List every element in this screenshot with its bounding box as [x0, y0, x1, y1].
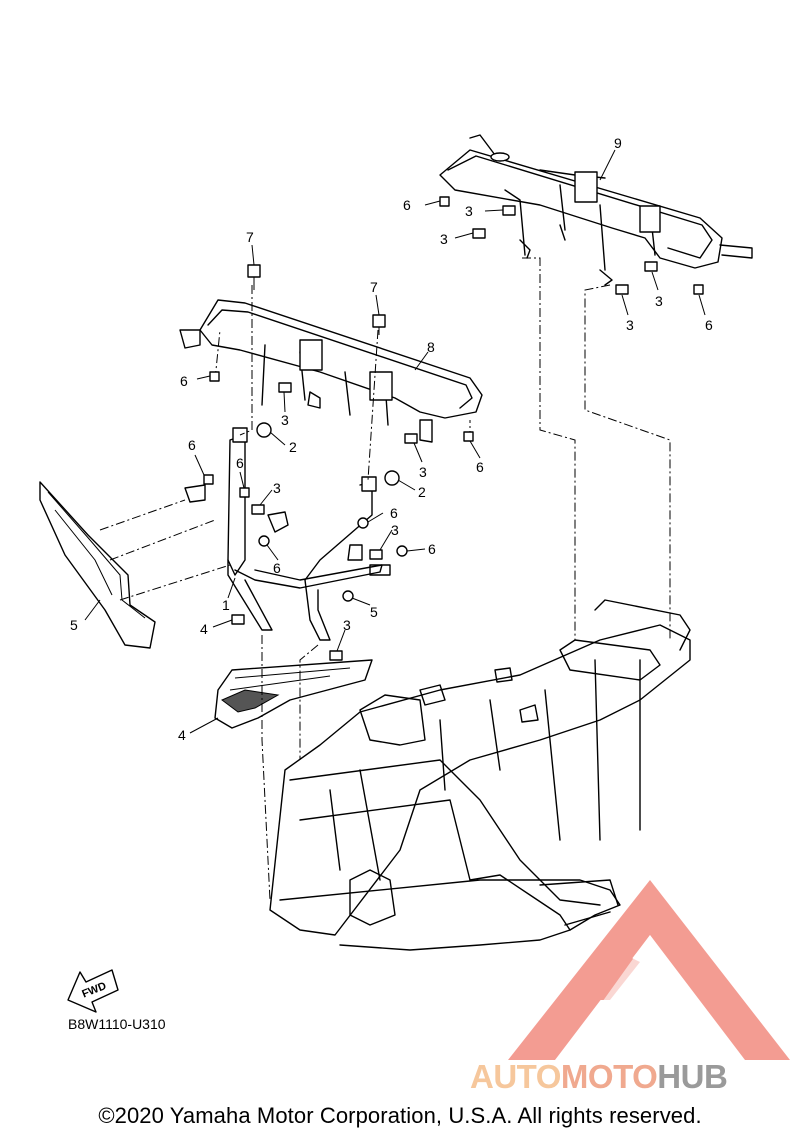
bolt-6e [203, 474, 214, 485]
bolt-3a [502, 205, 516, 216]
bolt-3e [278, 382, 292, 393]
callout-3: 4 [200, 621, 208, 637]
bolt-3b [472, 228, 486, 239]
callout-6: 6 [236, 455, 244, 471]
callout-3: 3 [343, 617, 351, 633]
main-frame [269, 599, 691, 951]
callout-3: 3 [281, 412, 289, 428]
watermark-wordmark: AUTOMOTOHUB [470, 1058, 728, 1096]
callout-7: 7 [246, 229, 254, 245]
bolt-6i [396, 545, 408, 557]
callout-9: 9 [614, 135, 622, 151]
callout-2: 2 [418, 484, 426, 500]
callout-6: 5 [370, 604, 378, 620]
rear-carrier [439, 134, 753, 286]
watermark-moto: MOTO [560, 1058, 658, 1095]
callout-3: 3 [391, 522, 399, 538]
callout-6: 6 [403, 197, 411, 213]
bolt-3j [329, 650, 343, 661]
callout-6: 6 [273, 560, 281, 576]
fwd-arrow-icon: FWD [67, 969, 119, 1013]
bolt-6d [463, 431, 474, 442]
nut-2a [256, 422, 272, 438]
bolt-7a [247, 264, 261, 290]
callout-3: 3 [626, 317, 634, 333]
callout-1: 1 [222, 597, 230, 613]
callout-7: 7 [370, 279, 378, 295]
callout-6: 6 [188, 437, 196, 453]
left-bumper [39, 481, 231, 649]
callout-3: 3 [419, 464, 427, 480]
watermark-hub: HUB [657, 1058, 728, 1095]
skid-guard [214, 659, 373, 729]
bolt-3c [644, 261, 658, 272]
callout-8: 8 [427, 339, 435, 355]
callout-leaders [84, 149, 706, 734]
bolt-6j [342, 590, 354, 602]
bolt-3h [369, 549, 383, 560]
callout-6: 6 [476, 459, 484, 475]
bolt-6g [258, 535, 270, 547]
copyright-notice: ©2020 Yamaha Motor Corporation, U.S.A. A… [98, 1103, 702, 1128]
bolt-3i [231, 614, 245, 625]
bolt-6c [209, 371, 220, 382]
callout-5: 5 [70, 617, 78, 633]
front-carrier [179, 299, 483, 443]
bolt-6a [439, 196, 450, 207]
callout-6: 6 [390, 505, 398, 521]
callout-3: 3 [440, 231, 448, 247]
callout-6: 6 [705, 317, 713, 333]
bolt-6h [357, 517, 369, 529]
bolt-3d [615, 284, 629, 295]
front-guard [227, 427, 391, 641]
leader-lines [214, 257, 671, 901]
fasteners [203, 196, 704, 661]
watermark-auto: AUTO [470, 1058, 561, 1095]
callouts: 9 6 3 3 3 3 6 7 7 8 6 3 2 6 3 6 6 3 2 6 … [70, 135, 713, 743]
bolt-6b [693, 284, 704, 295]
callout-3: 3 [273, 480, 281, 496]
bolt-3g [251, 504, 265, 515]
callout-2: 2 [289, 439, 297, 455]
callout-6: 6 [180, 373, 188, 389]
nut-2b [384, 470, 400, 486]
callout-4: 4 [178, 727, 186, 743]
callout-3: 3 [655, 293, 663, 309]
bolt-7b [372, 314, 386, 335]
bolt-3f [404, 433, 418, 444]
callout-6: 6 [428, 541, 436, 557]
diagram-code: B8W1110-U310 [68, 1016, 166, 1032]
watermark-logo [508, 880, 790, 1060]
callout-3: 3 [465, 203, 473, 219]
bolt-6f [239, 487, 250, 498]
